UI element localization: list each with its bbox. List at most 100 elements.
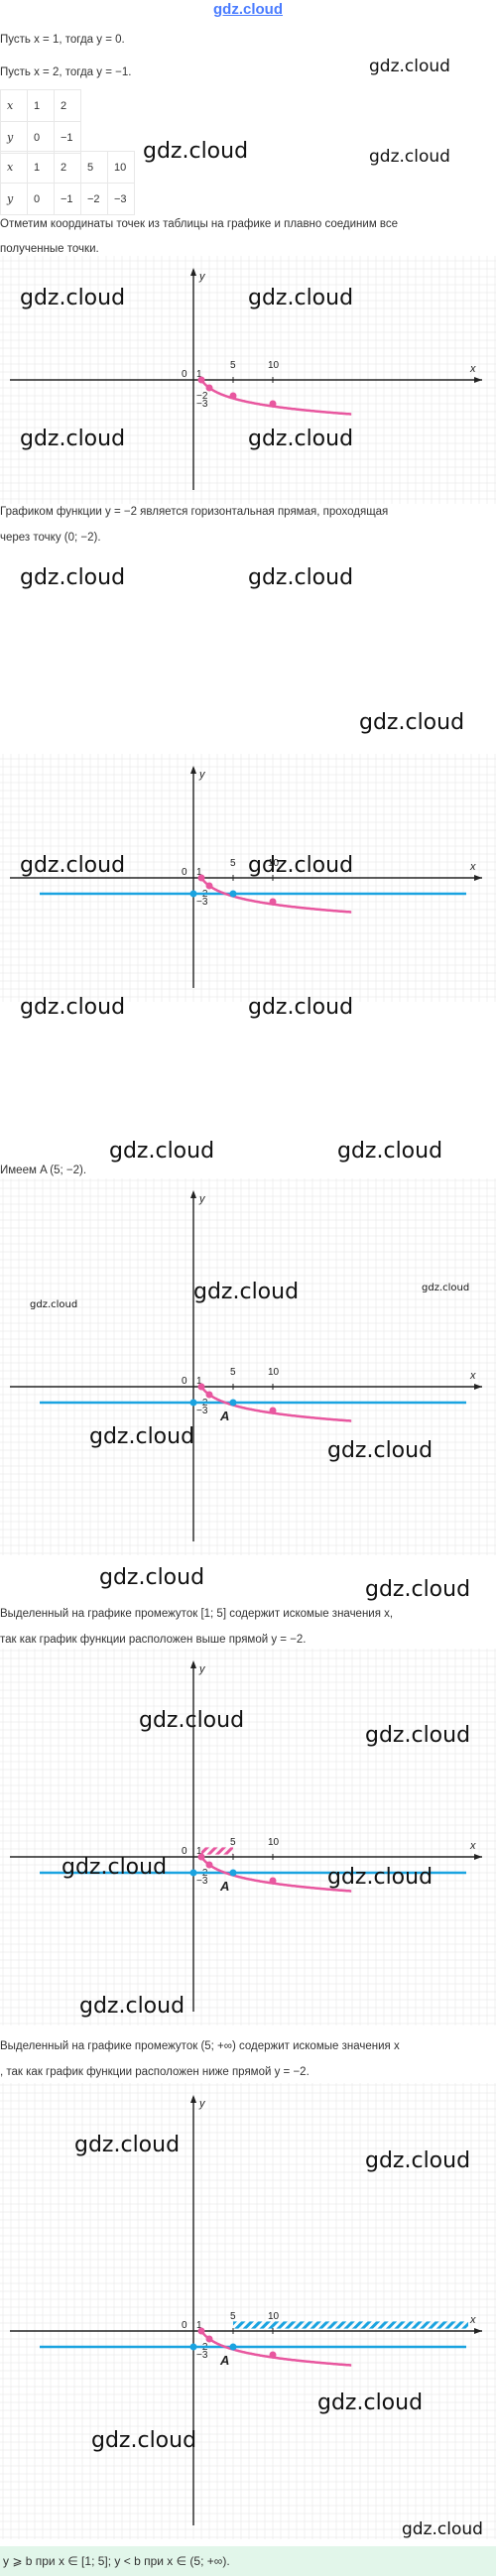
origin-label: 0 bbox=[182, 369, 187, 380]
watermark-logo: gdz.cloud bbox=[143, 139, 249, 164]
tick-label-10: 10 bbox=[268, 1837, 280, 1848]
watermark-logo: gdz.cloud bbox=[91, 2428, 197, 2453]
tick-label-5: 5 bbox=[230, 1367, 236, 1378]
tick-label-m3: −3 bbox=[196, 399, 208, 410]
tick-label-1: 1 bbox=[196, 369, 202, 380]
function-point bbox=[197, 2327, 205, 2335]
watermark-logo: gdz.cloud bbox=[365, 2148, 471, 2173]
text-horizontal-2: через точку (0; −2). bbox=[0, 532, 101, 544]
origin-label: 0 bbox=[182, 867, 187, 878]
text-horizontal-1: Графиком функции y = −2 является горизон… bbox=[0, 506, 389, 518]
function-curve bbox=[199, 877, 352, 914]
x-axis-label: x bbox=[469, 861, 476, 873]
tick-label-10: 10 bbox=[268, 858, 280, 869]
function-point bbox=[205, 1861, 213, 1869]
origin-label: 0 bbox=[182, 1846, 187, 1857]
watermark-logo: gdz.cloud bbox=[248, 427, 354, 451]
text-mark-points-1: Отметим координаты точек из таблицы на г… bbox=[0, 218, 399, 230]
function-curve bbox=[199, 1856, 352, 1893]
tick-label-1: 1 bbox=[196, 2320, 202, 2331]
watermark-logo: gdz.cloud bbox=[422, 1283, 470, 1293]
watermark-logo: gdz.cloud bbox=[248, 565, 354, 590]
table-cell: −3 bbox=[107, 183, 135, 215]
function-point bbox=[269, 2351, 277, 2359]
watermark-logo: gdz.cloud bbox=[109, 1139, 215, 1164]
function-point bbox=[229, 890, 237, 898]
function-point bbox=[229, 2343, 237, 2351]
text-interval2-2: , так как график функции расположен ниже… bbox=[0, 2066, 310, 2078]
tick-label-m3: −3 bbox=[196, 897, 208, 908]
function-point bbox=[269, 1407, 277, 1414]
watermark-logo: gdz.cloud bbox=[30, 1299, 78, 1310]
x-axis-arrow bbox=[474, 1384, 482, 1390]
point-0-m2 bbox=[189, 2343, 197, 2351]
y-axis-arrow bbox=[190, 1190, 196, 1198]
hatched-interval-1-5 bbox=[201, 1847, 233, 1855]
text-mark-points-2: полученные точки. bbox=[0, 243, 99, 255]
point-0-m2 bbox=[189, 890, 197, 898]
table-cell: 5 bbox=[80, 151, 108, 184]
x-axis-arrow bbox=[474, 2328, 482, 2334]
watermark-logo: gdz.cloud bbox=[248, 853, 354, 878]
watermark-logo: gdz.cloud bbox=[20, 995, 126, 1020]
y-axis-label: y bbox=[198, 271, 206, 283]
table-cell: −1 bbox=[54, 121, 81, 154]
text-line-x2: Пусть x = 2, тогда y = −1. bbox=[0, 66, 132, 78]
x-axis-arrow bbox=[474, 875, 482, 881]
watermark-logo: gdz.cloud bbox=[369, 147, 450, 167]
answer-box: y ⩾ b при x ∈ [1; 5]; y < b при x ∈ (5; … bbox=[0, 2546, 496, 2576]
watermark-logo: gdz.cloud bbox=[337, 1139, 443, 1164]
x-axis-arrow bbox=[474, 1854, 482, 1860]
function-point bbox=[269, 1877, 277, 1885]
point-a-label: A bbox=[219, 1879, 229, 1894]
watermark-logo: gdz.cloud bbox=[317, 2391, 424, 2415]
x-axis-label: x bbox=[469, 363, 476, 375]
watermark-logo: gdz.cloud bbox=[99, 1565, 205, 1590]
watermark-logo: gdz.cloud bbox=[365, 1723, 471, 1748]
watermark-logo: gdz.cloud bbox=[369, 57, 450, 76]
y-axis-label: y bbox=[198, 1193, 206, 1205]
function-point bbox=[197, 376, 205, 384]
site-header-logo[interactable]: gdz.cloud bbox=[213, 1, 283, 18]
table-cell: x bbox=[0, 89, 28, 122]
text-interval1-1: Выделенный на графике промежуток [1; 5] … bbox=[0, 1608, 394, 1620]
table-cell: 0 bbox=[27, 121, 55, 154]
y-axis-label: y bbox=[198, 2098, 206, 2110]
watermark-logo: gdz.cloud bbox=[20, 427, 126, 451]
table-cell: 1 bbox=[27, 151, 55, 184]
table-cell: 10 bbox=[107, 151, 135, 184]
point-a-label: A bbox=[219, 2353, 229, 2368]
tick-label-5: 5 bbox=[230, 360, 236, 371]
x-axis-label: x bbox=[469, 1840, 476, 1852]
watermark-logo: gdz.cloud bbox=[89, 1424, 195, 1449]
answer-text: y ⩾ b при x ∈ [1; 5]; y < b при x ∈ (5; … bbox=[3, 2554, 230, 2568]
x-axis-label: x bbox=[469, 2314, 476, 2326]
tick-label-1: 1 bbox=[196, 1846, 202, 1857]
x-axis-label: x bbox=[469, 1370, 476, 1382]
function-point bbox=[205, 384, 213, 392]
table-cell: 0 bbox=[27, 183, 55, 215]
watermark-logo: gdz.cloud bbox=[248, 995, 354, 1020]
watermark-logo: gdz.cloud bbox=[248, 286, 354, 310]
table-cell: x bbox=[0, 151, 28, 184]
table-cell: −2 bbox=[80, 183, 108, 215]
watermark-logo: gdz.cloud bbox=[74, 2133, 181, 2157]
tick-label-10: 10 bbox=[268, 2311, 280, 2322]
y-axis-label: y bbox=[198, 769, 206, 781]
table-cell: 2 bbox=[54, 151, 81, 184]
y-axis-label: y bbox=[198, 1663, 206, 1675]
point-0-m2 bbox=[189, 1869, 197, 1877]
watermark-logo: gdz.cloud bbox=[327, 1865, 434, 1890]
watermark-logo: gdz.cloud bbox=[139, 1708, 245, 1733]
function-curve bbox=[199, 379, 352, 416]
text-interval2-1: Выделенный на графике промежуток (5; +∞)… bbox=[0, 2040, 400, 2052]
watermark-logo: gdz.cloud bbox=[20, 565, 126, 590]
tick-label-5: 5 bbox=[230, 1837, 236, 1848]
function-point bbox=[205, 2335, 213, 2343]
text-interval1-2: так как график функции расположен выше п… bbox=[0, 1634, 307, 1646]
